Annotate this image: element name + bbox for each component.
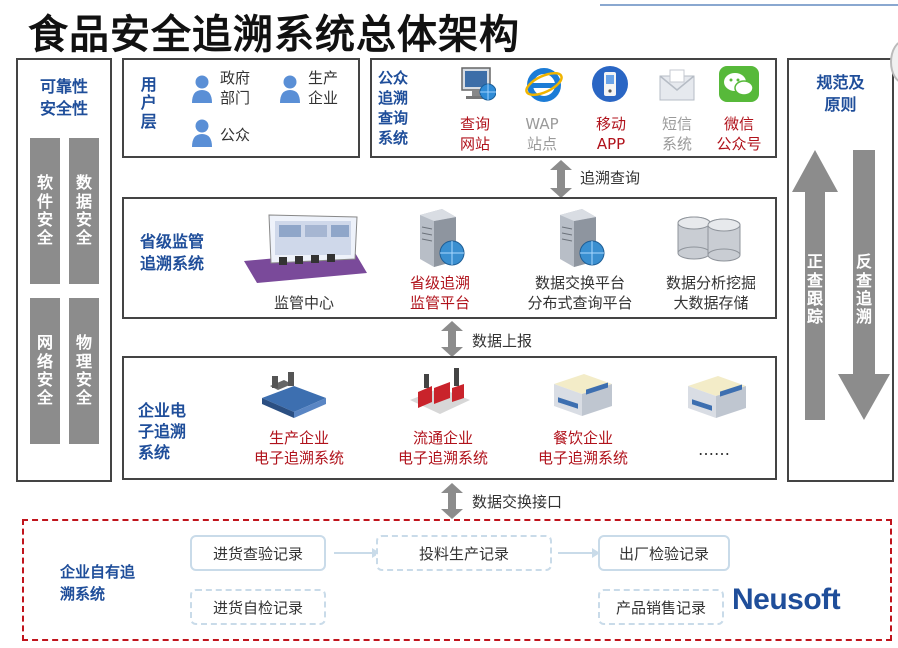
title-divider <box>600 4 898 6</box>
forward-trace-arrow <box>792 150 838 420</box>
envelope-icon <box>659 69 695 101</box>
ie-icon <box>525 68 563 102</box>
public-query-label: 公众追溯查询系统 <box>378 69 409 147</box>
production-enterprise-label: 生产企业 电子追溯系统 <box>253 429 344 467</box>
reverse-trace-arrow <box>838 150 890 420</box>
network-security: 网络安全 <box>30 298 60 444</box>
enterprise-box: 企业电 子追溯 系统 生产企业 电子追溯系统 流通企业 电子追溯系统 餐饮企业 <box>122 356 777 480</box>
production-input-record[interactable]: 投料生产记录 <box>376 535 552 571</box>
purchase-self-check-record[interactable]: 进货自检记录 <box>190 589 326 625</box>
channel-website-label[interactable]: 查询 网站 <box>459 115 490 153</box>
page-title: 食品安全追溯系统总体架构 <box>28 12 520 58</box>
trace-query-arrow <box>550 160 572 198</box>
enterprise-user-label: 生产 企业 <box>308 69 339 107</box>
flow-arrow-1 <box>334 548 380 558</box>
production-factory-icon <box>262 372 326 418</box>
physical-security: 物理安全 <box>69 298 99 444</box>
server-globe-icon <box>420 209 465 267</box>
left-panel-heading: 可靠性 安全性 <box>39 77 88 118</box>
neusoft-logo: Neusoft <box>732 583 841 616</box>
channel-sms-label[interactable]: 短信 系统 <box>661 115 692 153</box>
monitoring-center-label: 监管中心 <box>273 294 334 312</box>
catering-building-icon <box>554 374 612 416</box>
provincial-platform-label: 省级追溯 监管平台 <box>409 274 470 312</box>
data-analysis-label: 数据分析挖掘 大数据存储 <box>665 274 756 312</box>
database-icon <box>677 216 741 262</box>
distribution-factory-icon <box>410 368 470 414</box>
own-system-label: 企业自有追 溯系统 <box>60 563 136 603</box>
user-layer-box: 用户层 政府 部门 生产 企业 公众 <box>122 58 360 158</box>
forward-trace-label: 正查跟踪 <box>806 252 823 327</box>
government-user-label: 政府 部门 <box>220 69 251 107</box>
enterprise-ellipsis: …… <box>698 440 730 459</box>
other-building-icon <box>688 376 746 418</box>
wechat-icon <box>719 66 759 102</box>
provincial-box: 省级监管 追溯系统 监管中心 省级追溯 监管平台 数 <box>122 197 777 319</box>
public-query-box: 公众追溯查询系统 查询 网站 WAP 站点 移动 APP 短信 <box>370 58 777 158</box>
factory-inspection-record[interactable]: 出厂检验记录 <box>598 535 730 571</box>
data-report-arrow <box>441 321 463 357</box>
government-user-icon <box>192 75 212 103</box>
channel-wechat-label[interactable]: 微信 公众号 <box>716 115 762 153</box>
data-exchange-arrow <box>441 483 463 519</box>
channel-app-label[interactable]: 移动 APP <box>595 115 626 153</box>
data-security: 数据安全 <box>69 138 99 284</box>
distribution-enterprise-label: 流通企业 电子追溯系统 <box>397 429 488 467</box>
public-user-label: 公众 <box>220 126 251 144</box>
data-exchange-label: 数据交换接口 <box>472 493 563 511</box>
enterprise-user-icon <box>280 75 300 103</box>
software-security: 软件安全 <box>30 138 60 284</box>
user-layer-label: 用户层 <box>140 75 157 131</box>
reverse-trace-label: 反查追溯 <box>855 252 872 327</box>
trace-query-label: 追溯查询 <box>580 169 641 187</box>
product-sales-record[interactable]: 产品销售记录 <box>598 589 724 625</box>
right-panel-heading: 规范及 原则 <box>816 73 865 114</box>
public-user-icon <box>192 119 212 147</box>
catering-enterprise-label: 餐饮企业 电子追溯系统 <box>537 429 628 467</box>
enterprise-label: 企业电 子追溯 系统 <box>138 401 187 462</box>
right-panel: 规范及 原则 <box>787 58 894 482</box>
exchange-platform-label: 数据交换平台 分布式查询平台 <box>527 274 633 312</box>
monitoring-center-icon <box>244 214 367 283</box>
monitor-globe-icon <box>461 67 496 101</box>
own-system-box: 企业自有追 溯系统 进货查验记录 投料生产记录 出厂检验记录 进货自检记录 产品… <box>22 519 892 641</box>
data-report-label: 数据上报 <box>472 332 533 350</box>
channel-wap-label[interactable]: WAP 站点 <box>525 115 559 153</box>
provincial-label: 省级监管 追溯系统 <box>140 232 205 273</box>
flow-arrow-2 <box>558 548 600 558</box>
purchase-inspection-record[interactable]: 进货查验记录 <box>190 535 326 571</box>
exchange-server-icon <box>560 209 605 267</box>
phone-icon <box>592 66 628 102</box>
